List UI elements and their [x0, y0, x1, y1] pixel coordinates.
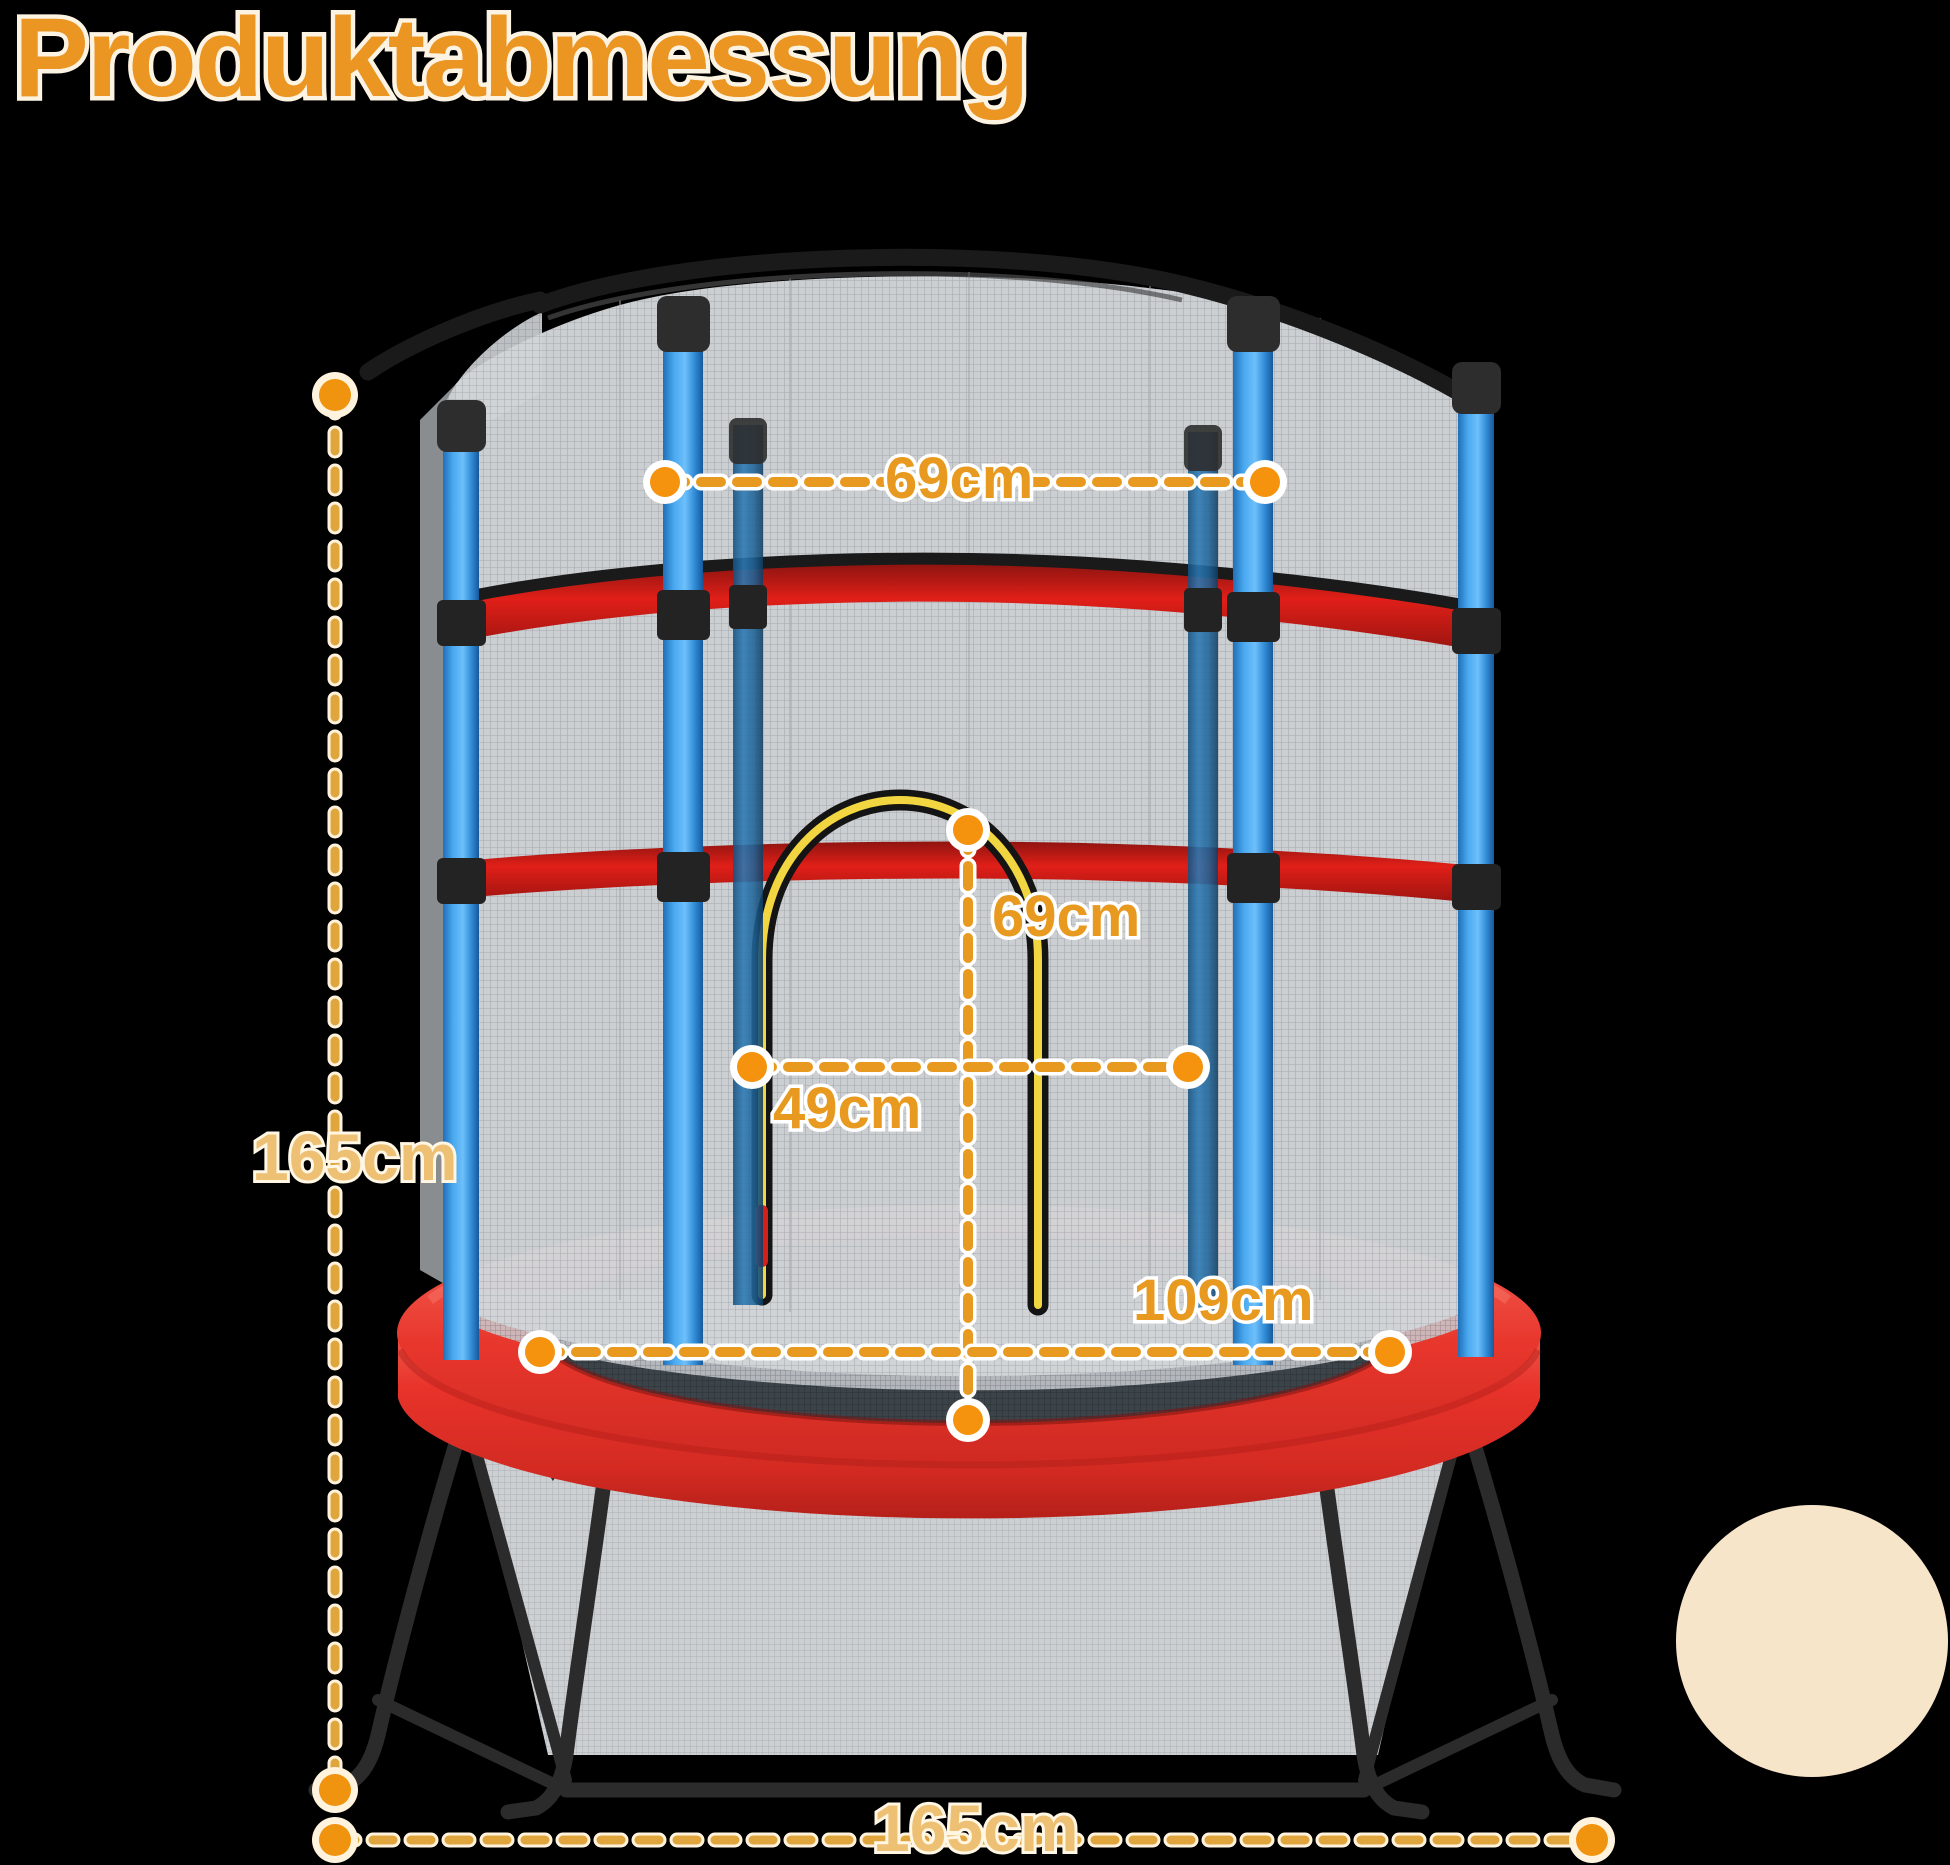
dimension-line-door-width	[730, 1045, 1210, 1089]
safety-band-upper	[452, 564, 1474, 650]
dimension-line-enclosure-top-width	[643, 460, 1287, 504]
net-top-trim-highlight	[547, 271, 1183, 321]
enclosure-poles-back	[729, 418, 1222, 1312]
dimension-label-total-height: 165cm	[249, 1120, 461, 1194]
page-title-outline: Produktabmessung	[10, 0, 1035, 125]
dimension-label-door-height: 69cm	[988, 884, 1143, 949]
dimension-annotations	[312, 372, 1615, 1863]
page-title: Produktabmessung	[14, 0, 1030, 120]
color-swatch	[1676, 1505, 1948, 1777]
dimension-label-mat-diameter: 109cm	[1130, 1268, 1318, 1333]
dimension-label-total-width: 165cm	[870, 1791, 1082, 1865]
dimension-line-mat-diameter	[518, 1330, 1412, 1374]
dimension-line-door-height	[946, 808, 990, 1442]
net-top-trim	[359, 248, 1469, 402]
dimension-label-enclosure-top-width: 69cm	[881, 446, 1036, 511]
dimension-line-total-height	[312, 372, 358, 1813]
dimension-line-total-width	[312, 1817, 1615, 1863]
trampoline-legs	[308, 1397, 1622, 1820]
dimension-label-door-width: 49cm	[769, 1076, 924, 1141]
net-mid-trim	[453, 552, 1472, 614]
pole-band-collars	[437, 585, 1501, 910]
